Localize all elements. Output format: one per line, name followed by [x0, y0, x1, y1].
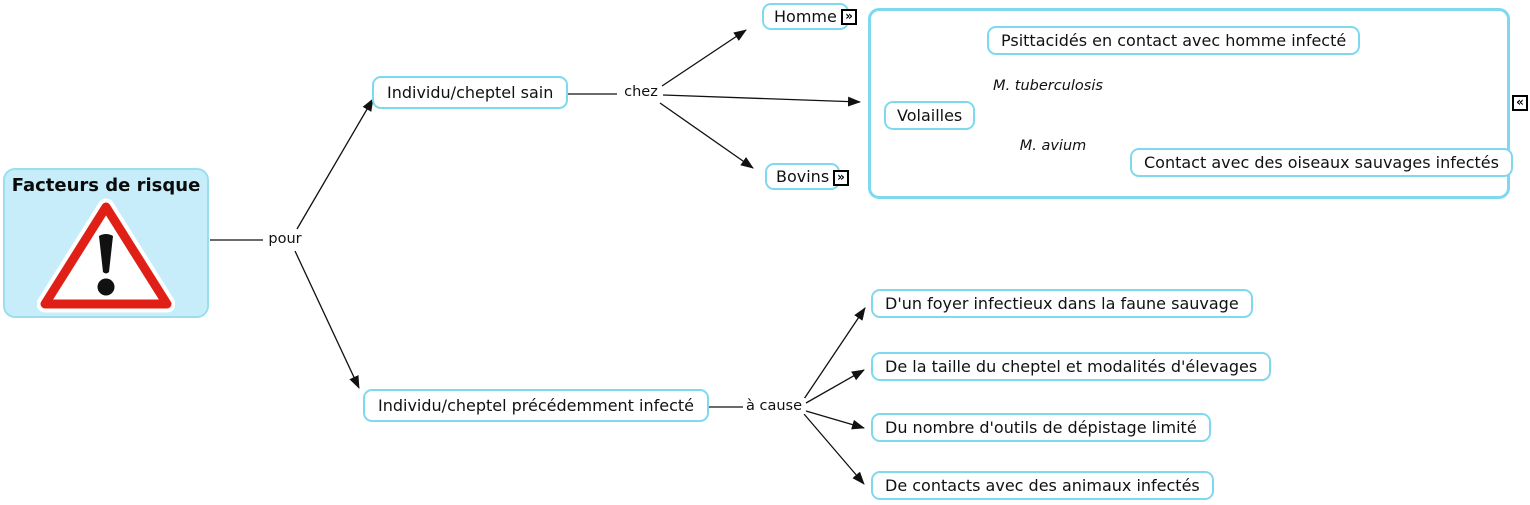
warning-triangle-icon [5, 198, 207, 314]
node-individu-cheptel-sain[interactable]: Individu/cheptel sain [372, 76, 569, 109]
collapse-icon-group[interactable]: « [1512, 95, 1528, 111]
link-label-a-cause[interactable]: à cause [742, 398, 806, 414]
node-individu-cheptel-precedemment-infecte[interactable]: Individu/cheptel précédemment infecté [363, 389, 710, 422]
node-foyer-infectieux[interactable]: D'un foyer infectieux dans la faune sauv… [871, 289, 1253, 318]
node-volailles[interactable]: Volailles [884, 101, 976, 130]
expand-icon-bovins[interactable]: » [833, 170, 849, 186]
node-homme[interactable]: Homme [762, 3, 849, 30]
link-label-chez[interactable]: chez [621, 84, 661, 100]
node-taille-cheptel[interactable]: De la taille du cheptel et modalités d'é… [871, 352, 1272, 381]
expand-icon-homme[interactable]: » [841, 9, 857, 25]
link-label-m-tuberculosis[interactable]: M. tuberculosis [990, 78, 1106, 94]
node-contact-oiseaux[interactable]: Contact avec des oiseaux sauvages infect… [1130, 148, 1513, 177]
root-node-facteurs-de-risque[interactable]: Facteurs de risque [3, 168, 209, 318]
root-title: Facteurs de risque [11, 175, 201, 196]
node-outils-depistage[interactable]: Du nombre d'outils de dépistage limité [871, 413, 1211, 442]
link-label-m-avium[interactable]: M. avium [1016, 138, 1090, 154]
node-psittacides[interactable]: Psittacidés en contact avec homme infect… [987, 26, 1361, 55]
node-contacts-animaux[interactable]: De contacts avec des animaux infectés [871, 471, 1214, 500]
node-bovins[interactable]: Bovins [765, 163, 841, 190]
link-label-pour[interactable]: pour [265, 231, 305, 247]
